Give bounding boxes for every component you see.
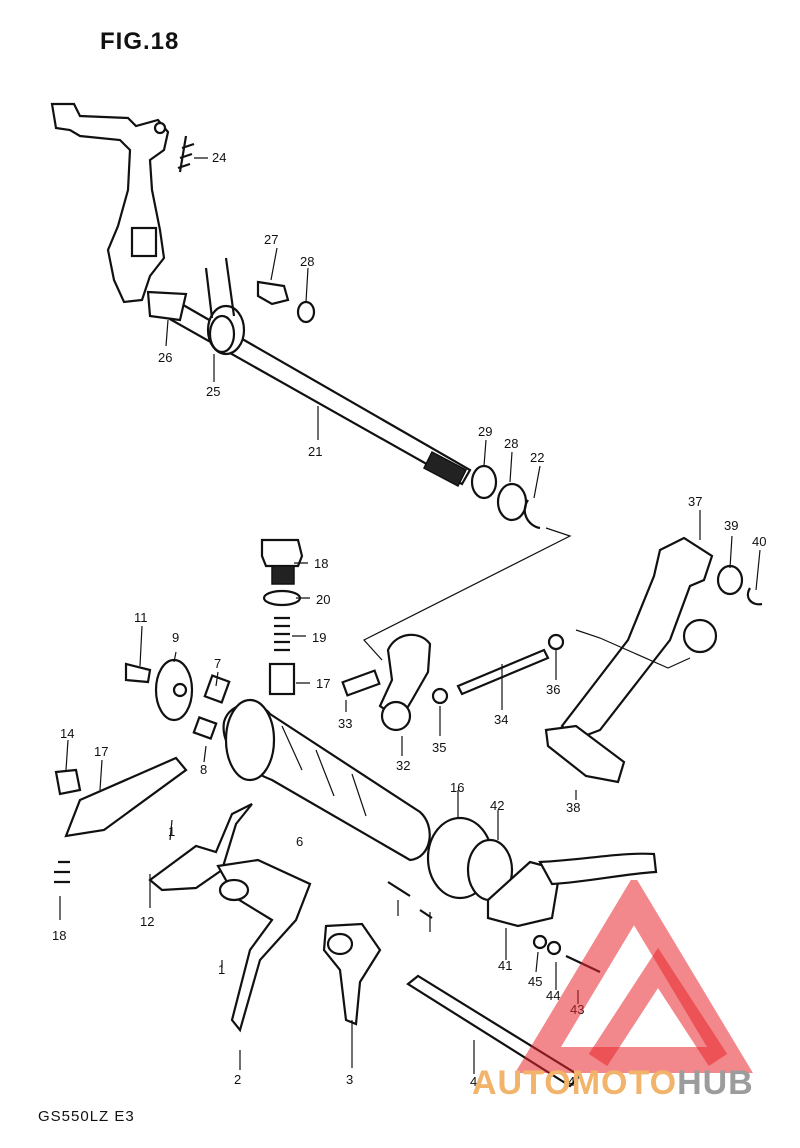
callout-2: 2 <box>234 1072 241 1087</box>
callout-11: 12 <box>140 914 154 929</box>
callout-numbers: 24 27 28 26 25 21 29 28 22 18 20 19 17 1… <box>52 150 766 1089</box>
gearshift-shaft <box>146 290 472 488</box>
callout-23: 28 <box>504 436 518 451</box>
callout-26: 26 <box>158 350 172 365</box>
linkage-arm <box>341 633 565 732</box>
callout-35: 37 <box>688 494 702 509</box>
callout-15: 17 <box>94 744 108 759</box>
callout-37: 39 <box>724 518 738 533</box>
callout-25: 25 <box>206 384 220 399</box>
callout-42: 44 <box>546 988 560 1003</box>
callout-24: 24 <box>212 150 226 165</box>
callout-43: 45 <box>528 974 542 989</box>
callout-38: 40 <box>752 534 766 549</box>
callout-6: 6 <box>296 834 303 849</box>
drain-bolt <box>260 538 304 696</box>
shift-drum <box>222 698 431 862</box>
shift-forks <box>148 803 382 1033</box>
watermark-text: AUTOMOTOHUB <box>472 1064 754 1103</box>
callout-36: 38 <box>566 800 580 815</box>
callout-3: 3 <box>346 1072 353 1087</box>
model-code: GS550LZ E3 <box>38 1108 135 1125</box>
callout-20: 20 <box>316 592 330 607</box>
figure-title: FIG.18 <box>100 28 180 55</box>
callout-29: 29 <box>478 424 492 439</box>
watermark-part-1: AUTOMOTO <box>472 1064 678 1102</box>
callout-27: 27 <box>264 232 278 247</box>
callout-31: 33 <box>338 716 352 731</box>
callout-9: 9 <box>172 630 179 645</box>
callout-28: 28 <box>300 254 314 269</box>
callout-21: 21 <box>308 444 322 459</box>
brand-logo-icon <box>515 880 753 1073</box>
callout-39: 41 <box>498 958 512 973</box>
callout-4b: 4 <box>568 1074 575 1089</box>
callout-18: 18 <box>314 556 328 571</box>
watermark-part-2: HUB <box>677 1064 754 1102</box>
callout-12: 14 <box>60 726 74 741</box>
callout-7: 7 <box>214 656 221 671</box>
gear-cam-parts <box>54 658 231 884</box>
callout-40: 42 <box>490 798 504 813</box>
callout-33: 35 <box>432 740 446 755</box>
callout-14: 16 <box>450 780 464 795</box>
callout-22: 22 <box>530 450 544 465</box>
callout-1a: 1 <box>168 824 175 839</box>
callout-16: 18 <box>52 928 66 943</box>
callout-1b: 1 <box>218 962 225 977</box>
kick-lever <box>544 536 763 784</box>
callout-19: 19 <box>312 630 326 645</box>
small-parts-upper <box>256 280 541 530</box>
callout-30: 32 <box>396 758 410 773</box>
callout-17: 17 <box>316 676 330 691</box>
housing-assembly <box>387 816 658 973</box>
gearshift-arm <box>50 102 170 304</box>
callout-8: 8 <box>200 762 207 777</box>
callout-10: 11 <box>134 610 148 625</box>
callout-34: 36 <box>546 682 560 697</box>
spring-24 <box>177 135 195 173</box>
return-spring <box>204 257 246 356</box>
callout-32: 34 <box>494 712 508 727</box>
callout-4a: 4 <box>470 1074 477 1089</box>
